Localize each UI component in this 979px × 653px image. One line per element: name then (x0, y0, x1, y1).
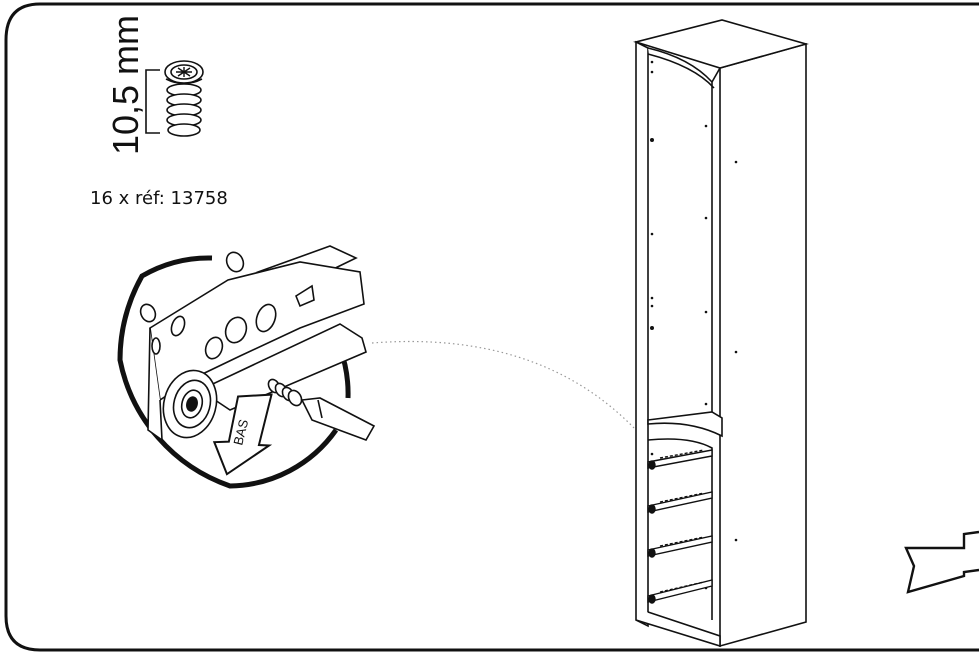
drawer-rails (647, 449, 713, 604)
rail-3 (647, 535, 713, 558)
page-frame (4, 2, 979, 652)
arrow-label: BAS (230, 418, 251, 447)
detail-magnifier: BAS (117, 245, 376, 489)
down-arrow-icon: BAS (212, 393, 273, 476)
rail-1 (647, 449, 713, 470)
cabinet-illustration (633, 19, 809, 648)
rail-4 (647, 579, 713, 604)
screwdriver-icon (267, 378, 376, 441)
next-step-arrow-icon (904, 530, 979, 594)
screw-icon (145, 60, 204, 137)
cabinet-holes (650, 60, 738, 590)
leader-line (371, 340, 637, 431)
screw-length-label: 10,5 mm (105, 14, 146, 156)
rail-2 (647, 491, 713, 514)
screw-quantity-label: 16 x réf: 13758 (90, 188, 228, 209)
